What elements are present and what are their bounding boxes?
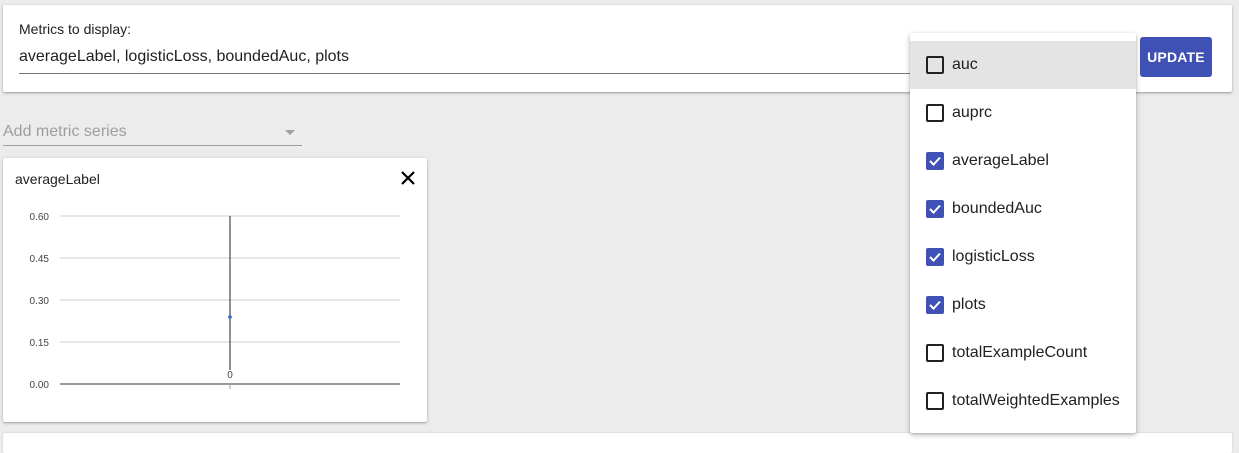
dropdown-option-plots[interactable]: plots (910, 281, 1136, 329)
y-axis-labels: 0.60 0.45 0.30 0.15 0.00 (30, 212, 50, 391)
add-metric-series-select[interactable]: Add metric series (3, 120, 302, 146)
dropdown-option-total-weighted-examples[interactable]: totalWeightedExamples (910, 377, 1136, 425)
metrics-dropdown-menu: auc auprc averageLabel boundedAuc logist… (910, 33, 1136, 433)
chart-title: averageLabel (15, 171, 100, 187)
checkbox-unchecked-icon[interactable] (926, 392, 944, 410)
update-button[interactable]: UPDATE (1140, 37, 1212, 77)
option-label: auc (952, 56, 978, 73)
dropdown-option-average-label[interactable]: averageLabel (910, 137, 1136, 185)
dropdown-option-total-example-count[interactable]: totalExampleCount (910, 329, 1136, 377)
svg-text:0.45: 0.45 (30, 254, 50, 265)
svg-text:0.60: 0.60 (30, 212, 50, 223)
option-label: auprc (952, 104, 993, 121)
svg-text:0.15: 0.15 (30, 338, 50, 349)
line-chart: 0.60 0.45 0.30 0.15 0.00 0 (30, 212, 400, 391)
metrics-input[interactable]: averageLabel, logisticLoss, boundedAuc, … (19, 47, 919, 74)
checkbox-unchecked-icon[interactable] (926, 56, 944, 74)
dropdown-option-auprc[interactable]: auprc (910, 89, 1136, 137)
dropdown-option-bounded-auc[interactable]: boundedAuc (910, 185, 1136, 233)
svg-text:0.30: 0.30 (30, 296, 50, 307)
add-metric-series-placeholder: Add metric series (3, 123, 127, 140)
close-icon (401, 171, 415, 185)
option-label: boundedAuc (952, 200, 1042, 217)
option-label: totalExampleCount (952, 344, 1088, 361)
data-point[interactable] (228, 315, 232, 319)
chart-card-average-label: averageLabel 0.60 0.45 0.30 0.15 0.00 0 (3, 158, 427, 422)
dropdown-option-logistic-loss[interactable]: logisticLoss (910, 233, 1136, 281)
checkbox-unchecked-icon[interactable] (926, 104, 944, 122)
checkbox-checked-icon[interactable] (926, 296, 944, 314)
dropdown-option-auc[interactable]: auc (910, 41, 1136, 89)
option-label: averageLabel (952, 152, 1049, 169)
dropdown-caret-icon (285, 130, 295, 135)
checkbox-checked-icon[interactable] (926, 200, 944, 218)
svg-text:0.00: 0.00 (30, 380, 50, 391)
option-label: logisticLoss (952, 248, 1035, 265)
next-chart-card (3, 433, 1232, 453)
checkbox-unchecked-icon[interactable] (926, 344, 944, 362)
option-label: plots (952, 296, 986, 313)
metrics-label: Metrics to display: (19, 21, 132, 37)
close-chart-button[interactable] (399, 169, 417, 187)
x-tick-label: 0 (227, 370, 233, 381)
checkbox-checked-icon[interactable] (926, 248, 944, 266)
option-label: totalWeightedExamples (952, 392, 1120, 409)
checkbox-checked-icon[interactable] (926, 152, 944, 170)
